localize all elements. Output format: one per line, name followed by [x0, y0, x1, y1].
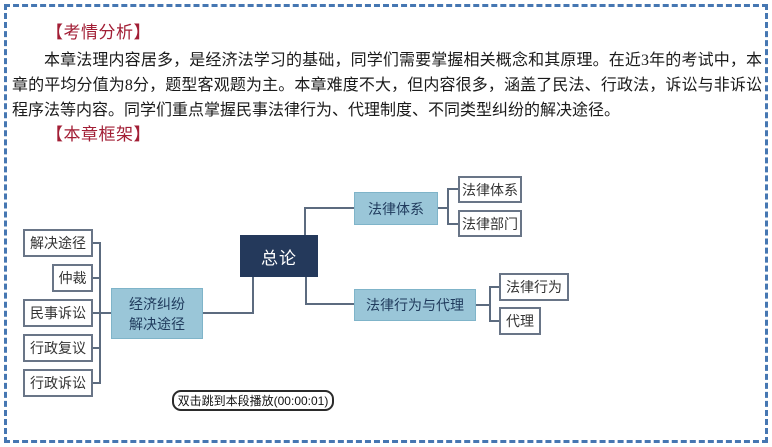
node-label: 法律行为	[506, 279, 562, 295]
chapter-framework-header: 【本章框架】	[46, 125, 151, 144]
connector-line	[447, 189, 449, 225]
connector-line	[438, 207, 448, 209]
node-arbitration: 仲裁	[52, 264, 93, 292]
connector-line	[305, 277, 307, 305]
node-legal-system: 法律体系	[458, 176, 522, 203]
connector-line	[252, 277, 254, 314]
node-legal-departments: 法律部门	[458, 210, 522, 237]
node-label: 代理	[506, 313, 534, 329]
node-label: 行政诉讼	[30, 375, 86, 391]
exam-analysis-header: 【考情分析】	[46, 23, 151, 42]
node-civil-litigation: 民事诉讼	[23, 299, 93, 327]
node-label: 民事诉讼	[30, 305, 86, 321]
node-label-line1: 经济纠纷	[129, 295, 185, 312]
jump-to-playback-button[interactable]: 双击跳到本段播放(00:00:01)	[172, 390, 334, 411]
connector-line	[304, 207, 354, 209]
node-label: 行政复议	[30, 340, 86, 356]
node-legal-acts-agency-hub: 法律行为与代理	[354, 289, 476, 321]
node-label: 法律体系	[462, 181, 518, 198]
node-resolution-channels: 解决途径	[23, 229, 93, 257]
node-legal-system-hub: 法律体系	[354, 192, 438, 225]
connector-line	[93, 277, 101, 279]
connector-line	[203, 312, 254, 314]
node-label: 解决途径	[30, 235, 86, 251]
node-agency: 代理	[499, 307, 541, 335]
node-label: 法律体系	[368, 200, 424, 217]
exam-analysis-paragraph: 本章法理内容居多，是经济法学习的基础，同学们需要掌握相关概念和其原理。在近3年的…	[12, 52, 762, 119]
node-administrative-reconsideration: 行政复议	[23, 334, 93, 362]
connector-line	[476, 304, 490, 306]
connector-line	[99, 242, 101, 384]
node-legal-acts: 法律行为	[499, 273, 569, 301]
connector-line	[489, 320, 499, 322]
connector-line	[305, 303, 354, 305]
node-general-overview-root: 总论	[240, 235, 318, 277]
node-label: 法律部门	[462, 215, 518, 232]
connector-line	[304, 207, 306, 236]
connector-line	[93, 382, 101, 384]
node-label-line2: 解决途径	[129, 315, 185, 332]
node-label: 法律行为与代理	[366, 297, 464, 313]
connector-line	[447, 223, 458, 225]
node-label: 仲裁	[58, 270, 87, 286]
connector-line	[489, 286, 491, 322]
connector-line	[447, 188, 458, 190]
connector-line	[93, 312, 112, 314]
connector-line	[93, 347, 101, 349]
node-economic-dispute-resolution: 经济纠纷 解决途径	[111, 288, 203, 339]
node-label: 总论	[261, 248, 297, 268]
connector-line	[489, 286, 499, 288]
connector-line	[93, 242, 101, 244]
node-administrative-litigation: 行政诉讼	[23, 369, 93, 397]
